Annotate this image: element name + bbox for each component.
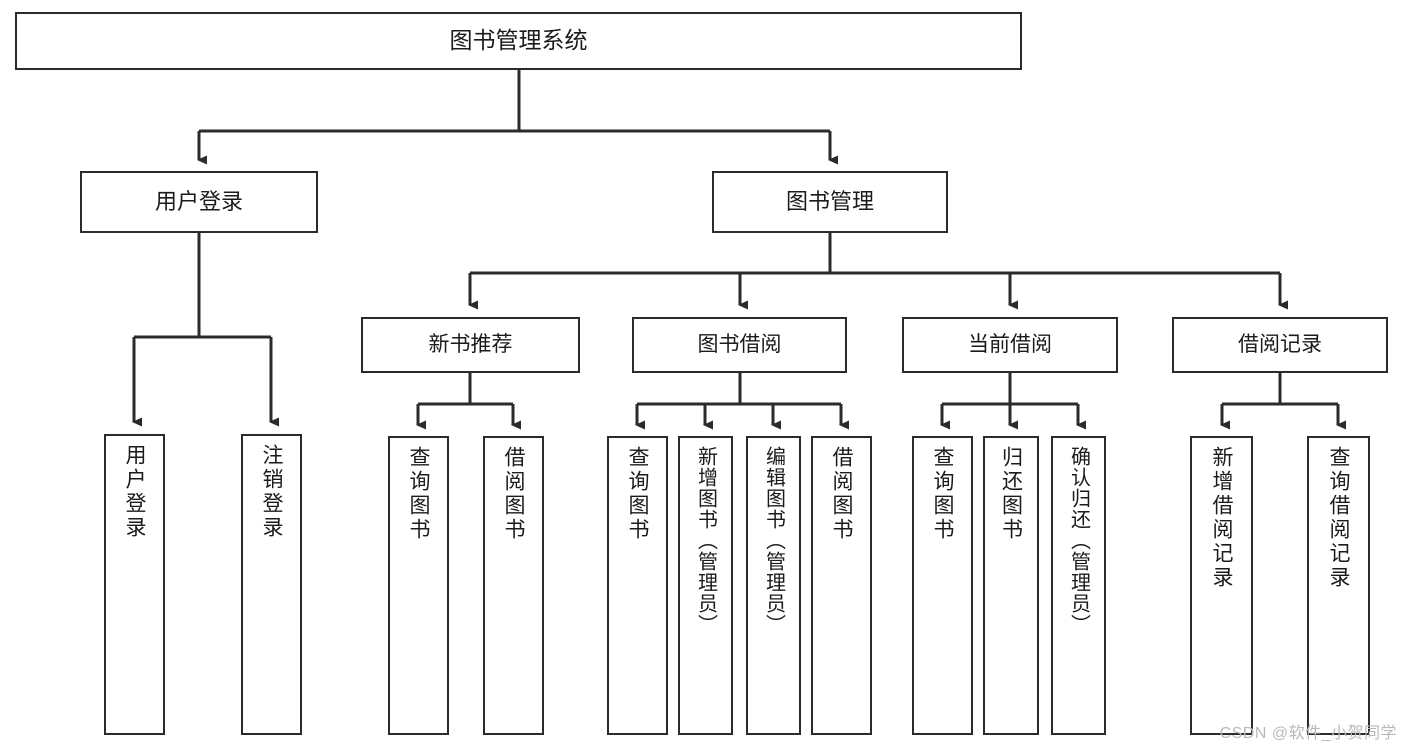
leaf-borrow-book-2-label: 借阅图书 — [830, 446, 853, 542]
leaf-query-book-2[interactable]: 查询图书 — [607, 436, 668, 735]
node-user-login[interactable]: 用户登录 — [80, 171, 318, 233]
leaf-query-book-1[interactable]: 查询图书 — [388, 436, 449, 735]
watermark: CSDN @软件_小贺同学 — [1219, 725, 1397, 742]
node-book-borrow-label: 图书借阅 — [697, 333, 782, 357]
leaf-logout[interactable]: 注销登录 — [241, 434, 302, 735]
node-new-book-recommend[interactable]: 新书推荐 — [361, 317, 580, 373]
node-borrow-record-label: 借阅记录 — [1238, 333, 1322, 357]
leaf-query-book-1-label: 查询图书 — [407, 446, 430, 542]
leaf-query-book-2-label: 查询图书 — [626, 446, 649, 542]
leaf-borrow-book-2[interactable]: 借阅图书 — [811, 436, 872, 735]
node-root[interactable]: 图书管理系统 — [15, 12, 1022, 70]
node-user-login-label: 用户登录 — [154, 188, 243, 214]
leaf-return-book-label: 归还图书 — [999, 446, 1023, 542]
leaf-borrow-book-1[interactable]: 借阅图书 — [483, 436, 544, 735]
leaf-edit-book-admin[interactable]: 编辑图书（管理员） — [746, 436, 801, 735]
node-book-management[interactable]: 图书管理 — [712, 171, 948, 233]
leaf-query-book-3-label: 查询图书 — [931, 446, 954, 542]
leaf-user-login[interactable]: 用户登录 — [104, 434, 165, 735]
node-current-borrow-label: 当前借阅 — [968, 333, 1052, 357]
leaf-user-login-label: 用户登录 — [123, 444, 146, 540]
node-book-management-label: 图书管理 — [785, 188, 874, 214]
leaf-add-borrow-record-label: 新增借阅记录 — [1210, 446, 1233, 590]
node-book-borrow[interactable]: 图书借阅 — [632, 317, 847, 373]
node-borrow-record[interactable]: 借阅记录 — [1172, 317, 1388, 373]
leaf-borrow-book-1-label: 借阅图书 — [502, 446, 525, 542]
leaf-add-book-admin-label: 新增图书（管理员） — [694, 446, 717, 635]
leaf-confirm-return-admin-label: 确认归还（管理员） — [1067, 446, 1090, 635]
leaf-return-book[interactable]: 归还图书 — [983, 436, 1039, 735]
leaf-add-book-admin[interactable]: 新增图书（管理员） — [678, 436, 733, 735]
leaf-query-borrow-record[interactable]: 查询借阅记录 — [1307, 436, 1370, 735]
leaf-confirm-return-admin[interactable]: 确认归还（管理员） — [1051, 436, 1106, 735]
node-root-label: 图书管理系统 — [449, 27, 588, 54]
node-new-book-recommend-label: 新书推荐 — [428, 333, 513, 357]
leaf-add-borrow-record[interactable]: 新增借阅记录 — [1190, 436, 1253, 735]
leaf-query-borrow-record-label: 查询借阅记录 — [1327, 446, 1350, 590]
leaf-edit-book-admin-label: 编辑图书（管理员） — [762, 446, 785, 635]
leaf-query-book-3[interactable]: 查询图书 — [912, 436, 973, 735]
leaf-logout-label: 注销登录 — [260, 444, 283, 540]
node-current-borrow[interactable]: 当前借阅 — [902, 317, 1118, 373]
